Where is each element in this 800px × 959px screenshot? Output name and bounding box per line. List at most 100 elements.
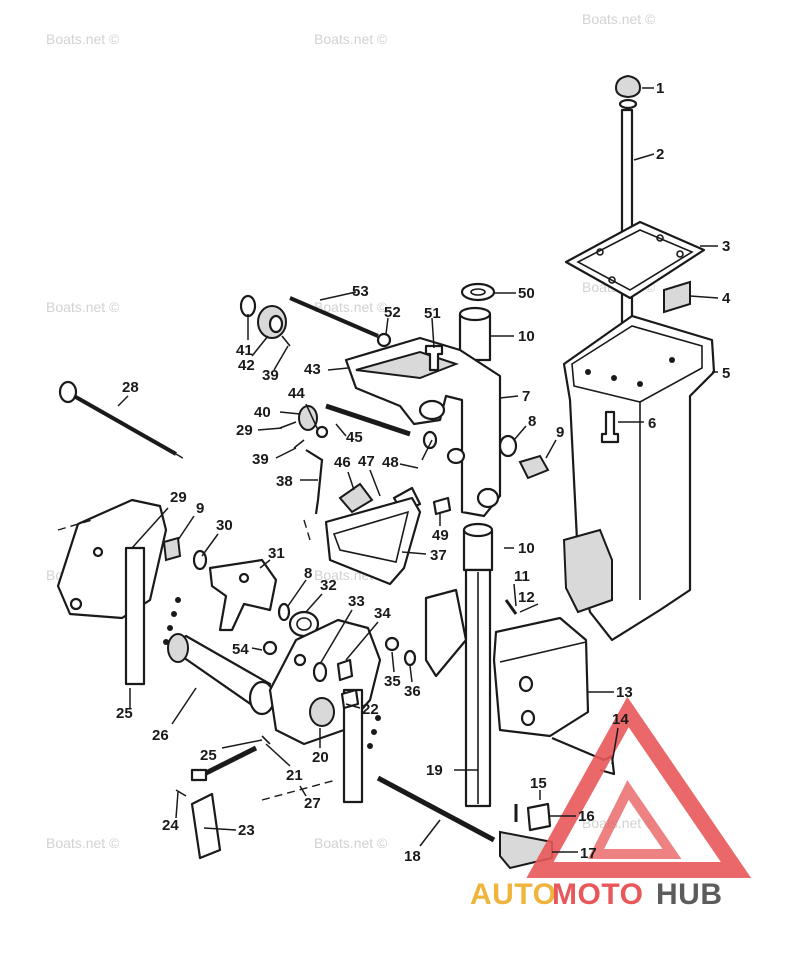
part-lock-plate-31 — [208, 558, 278, 632]
callout-17: 17 — [580, 845, 597, 862]
callout-51: 51 — [424, 305, 441, 322]
callout-48: 48 — [382, 454, 399, 471]
callout-22: 22 — [362, 701, 379, 718]
callout-45: 45 — [346, 429, 363, 446]
part-nut-35 — [384, 636, 400, 652]
callout-35: 35 — [384, 673, 401, 690]
part-bolt-6 — [600, 410, 620, 444]
part-washer-8 — [498, 434, 518, 458]
callout-20: 20 — [312, 749, 329, 766]
part-stud-53 — [289, 296, 379, 338]
callout-10: 10 — [518, 328, 535, 345]
part-steering-tube-19 — [464, 568, 492, 808]
watermark: Boats.net © — [46, 299, 120, 315]
part-pin-24 — [175, 789, 187, 797]
callout-1: 1 — [656, 80, 664, 97]
part-cam-40 — [298, 405, 318, 431]
watermark: Boats.net © — [46, 835, 120, 851]
callout-11: 11 — [514, 568, 530, 585]
part-nut-52 — [376, 332, 392, 348]
logo-text-moto: MOTO — [552, 878, 643, 911]
watermark: Boats.net © — [314, 31, 388, 47]
logo-text-auto: AUTO — [470, 878, 556, 911]
logo-text-hub: HUB — [656, 878, 723, 911]
callout-34: 34 — [374, 605, 391, 622]
callout-25: 25 — [200, 747, 217, 764]
part-clip — [663, 280, 691, 314]
callout-38: 38 — [276, 473, 293, 490]
watermark: Boats.net © — [314, 835, 388, 851]
watermark: Boats.net © — [314, 299, 388, 315]
part-grommet-cap — [614, 74, 642, 110]
part-bolt-22 — [340, 688, 360, 710]
callout-49: 49 — [432, 527, 449, 544]
callout-42: 42 — [238, 357, 255, 374]
part-washer-33 — [312, 661, 328, 683]
part-washer-8b — [277, 602, 291, 622]
dashed-guide — [303, 519, 311, 541]
part-tilt-tube-26 — [167, 633, 276, 716]
callout-31: 31 — [268, 545, 285, 562]
callout-16: 16 — [578, 808, 595, 825]
callout-8: 8 — [304, 565, 312, 582]
callout-43: 43 — [304, 361, 321, 378]
automotohub-logo: AUTO MOTO HUB — [470, 696, 752, 911]
callout-15: 15 — [530, 775, 547, 792]
part-clamp-bracket-left — [56, 498, 181, 686]
callout-6: 6 — [648, 415, 656, 432]
part-cam-42 — [257, 305, 287, 339]
part-washer-44 — [315, 425, 329, 439]
watermark: Boats.net © — [582, 11, 656, 27]
part-link-38 — [305, 449, 324, 515]
callout-26: 26 — [152, 727, 169, 744]
part-washer-36 — [403, 649, 417, 667]
part-rod-45 — [325, 403, 411, 437]
callout-52: 52 — [384, 304, 401, 321]
part-bolt-51 — [424, 344, 444, 372]
callout-9: 9 — [196, 500, 204, 517]
callout-24: 24 — [162, 817, 179, 834]
callout-44: 44 — [288, 385, 305, 402]
callout-54: 54 — [232, 641, 249, 658]
callout-5: 5 — [722, 365, 730, 382]
part-spring-21 — [190, 745, 258, 782]
dashed-guide — [57, 519, 93, 531]
part-washer-50 — [460, 282, 496, 302]
part-bolt-34 — [336, 658, 354, 682]
callout-28: 28 — [122, 379, 139, 396]
part-clip-16 — [526, 802, 552, 832]
part-mount-13 — [492, 616, 590, 738]
part-pin-18 — [376, 775, 496, 843]
part-nut-54 — [262, 640, 278, 656]
callout-8: 8 — [528, 413, 536, 430]
part-bolt-9b — [162, 536, 182, 562]
part-pin-39 — [281, 335, 291, 347]
leader-lines — [117, 87, 719, 853]
callout-53: 53 — [352, 283, 369, 300]
callout-46: 46 — [334, 454, 351, 471]
watermark: Boats.net © — [46, 31, 120, 47]
callout-19: 19 — [426, 762, 443, 779]
callout-30: 30 — [216, 517, 233, 534]
part-bolt-49 — [432, 496, 452, 516]
callout-32: 32 — [320, 577, 337, 594]
part-knob-20 — [309, 697, 335, 727]
callout-14: 14 — [612, 711, 629, 728]
callout-47: 47 — [358, 453, 375, 470]
callout-39: 39 — [252, 451, 269, 468]
callout-2: 2 — [656, 146, 664, 163]
part-pin-11 — [504, 599, 518, 615]
callout-18: 18 — [404, 848, 421, 865]
part-gasket-plate — [564, 220, 706, 300]
watermark: Boats.net © — [582, 815, 656, 831]
callout-7: 7 — [522, 388, 530, 405]
callout-9: 9 — [556, 424, 564, 441]
part-lock-frame-37 — [324, 496, 422, 586]
callout-39: 39 — [262, 367, 279, 384]
callout-25: 25 — [116, 705, 133, 722]
callout-4: 4 — [722, 290, 731, 307]
part-drive-housing — [562, 314, 716, 642]
part-bushing-lower — [462, 522, 494, 572]
